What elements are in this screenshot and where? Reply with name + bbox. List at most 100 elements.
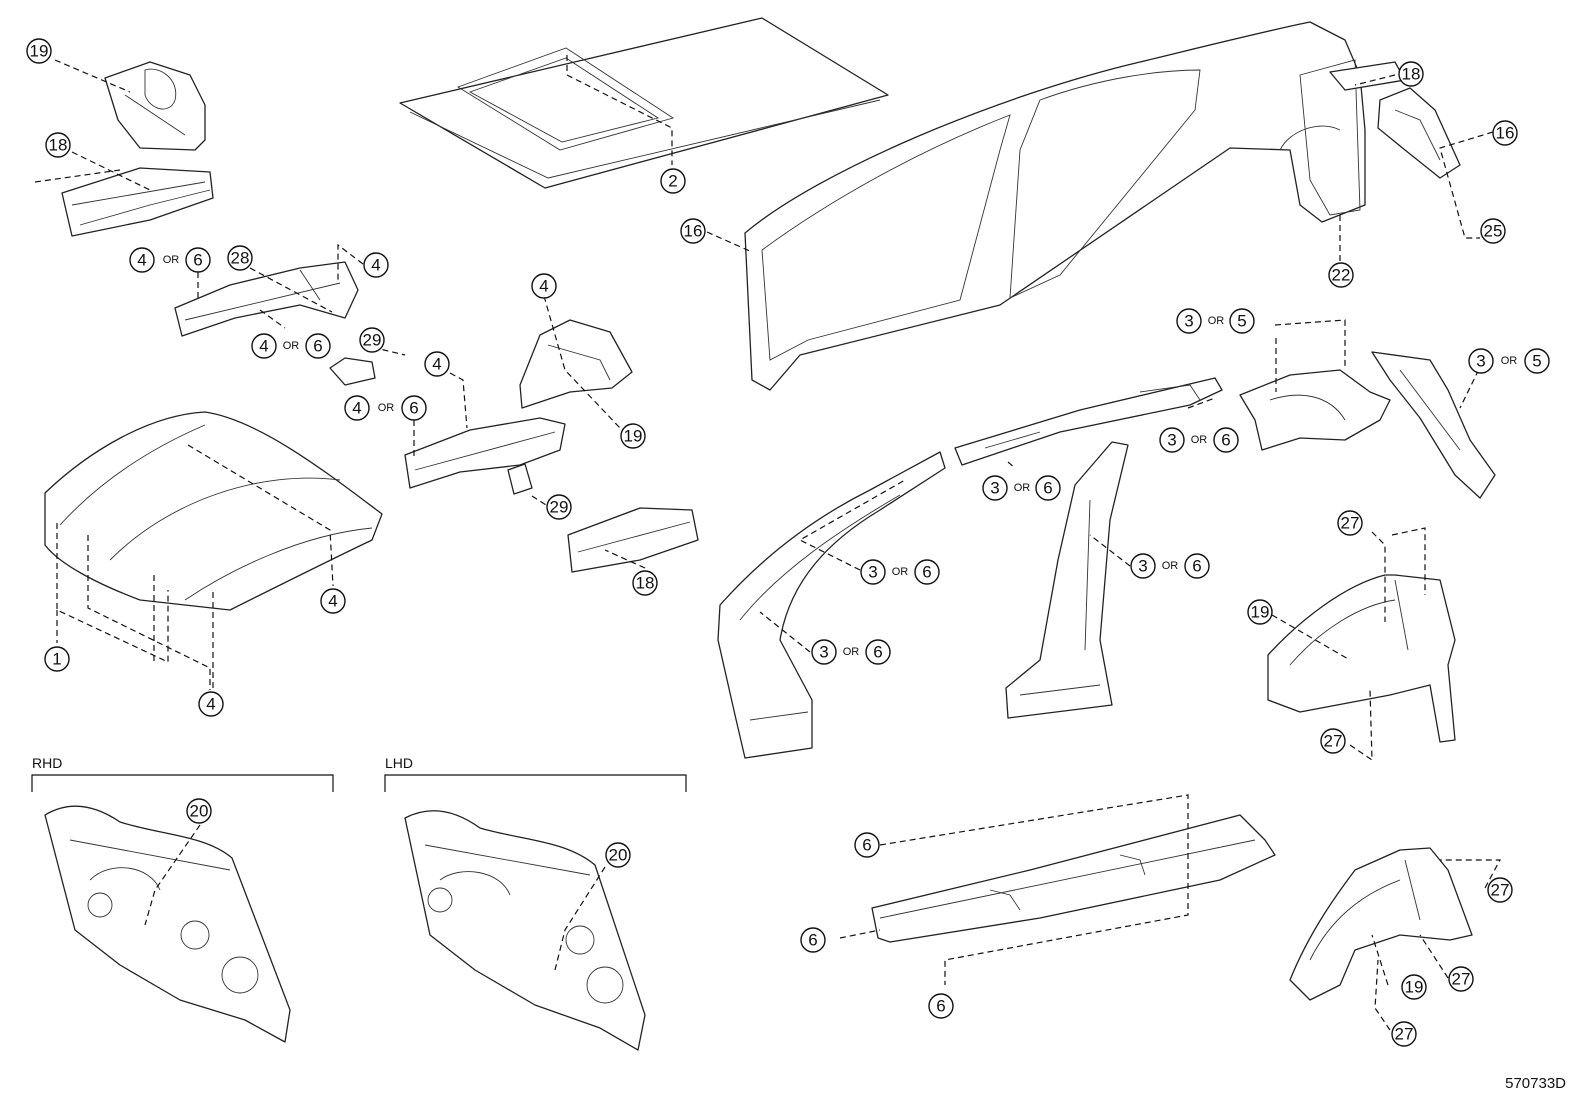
svg-text:6: 6 <box>313 337 322 356</box>
rear-quarter-inner <box>1239 369 1391 451</box>
or-label: OR <box>283 340 300 352</box>
svg-text:16: 16 <box>684 222 703 241</box>
leader-lines <box>34 55 1502 1031</box>
callout: 6 <box>1213 427 1239 453</box>
svg-text:27: 27 <box>1491 881 1510 900</box>
svg-text:20: 20 <box>190 802 209 821</box>
callout: 3 <box>982 475 1008 501</box>
svg-text:16: 16 <box>1496 124 1515 143</box>
lhd-label: LHD <box>385 755 413 771</box>
callout: 6 <box>1035 475 1061 501</box>
callout: 5 <box>1524 348 1550 374</box>
svg-text:27: 27 <box>1324 732 1343 751</box>
roof-panel <box>399 17 889 189</box>
callout: 3 <box>1159 427 1185 453</box>
svg-text:6: 6 <box>862 836 871 855</box>
svg-text:4: 4 <box>259 337 268 356</box>
svg-text:6: 6 <box>409 399 418 418</box>
apron-upper-brace <box>104 61 206 151</box>
callout: 6 <box>914 559 940 585</box>
small-bracket-a <box>329 357 376 386</box>
callout: 6 <box>865 639 891 665</box>
svg-text:3: 3 <box>1184 312 1193 331</box>
svg-text:3: 3 <box>819 643 828 662</box>
hood-panel <box>44 411 383 611</box>
lhd-section: LHD <box>384 755 687 792</box>
callout: 29 <box>546 494 572 520</box>
callout: 6 <box>185 247 211 273</box>
or-label: OR <box>1501 355 1518 367</box>
callout: 27 <box>1337 510 1363 536</box>
or-label: OR <box>1191 434 1208 446</box>
callout: 4 <box>531 273 557 299</box>
rocker-panel <box>871 814 1276 943</box>
svg-text:6: 6 <box>808 931 817 950</box>
callout: 19 <box>620 423 646 449</box>
or-label: OR <box>378 402 395 414</box>
or-label: OR <box>892 566 909 578</box>
rear-wheelhouse-lower <box>1289 847 1473 1001</box>
callout: 29 <box>359 327 385 353</box>
svg-text:25: 25 <box>1484 222 1503 241</box>
svg-text:27: 27 <box>1452 970 1471 989</box>
callout: 4 <box>198 691 224 717</box>
or-label: OR <box>1014 482 1031 494</box>
callout: 6 <box>401 395 427 421</box>
svg-text:29: 29 <box>550 498 569 517</box>
callout: 18 <box>1398 61 1424 87</box>
callout: 19 <box>1401 974 1427 1000</box>
svg-text:4: 4 <box>137 251 146 270</box>
callout: 4 <box>320 588 346 614</box>
callout: 3 <box>1468 348 1494 374</box>
callout: 20 <box>186 798 212 824</box>
svg-text:27: 27 <box>1395 1025 1414 1044</box>
callout: 27 <box>1320 728 1346 754</box>
front-side-member-a <box>174 261 359 337</box>
svg-text:3: 3 <box>868 563 877 582</box>
svg-text:19: 19 <box>1405 978 1424 997</box>
dash-panel-rhd <box>44 805 291 1043</box>
callout: 3 <box>1176 308 1202 334</box>
callout: 6 <box>305 333 331 359</box>
rear-wheelhouse-upper <box>1267 574 1456 743</box>
callout: 4 <box>129 247 155 273</box>
callout: 2 <box>660 168 686 194</box>
callout: 6 <box>800 927 826 953</box>
svg-text:22: 22 <box>1332 266 1351 285</box>
rhd-section: RHD <box>31 755 334 792</box>
svg-text:5: 5 <box>1237 312 1246 331</box>
callout: 19 <box>1247 599 1273 625</box>
roof-side-rail <box>954 377 1223 466</box>
front-apron-member-b <box>567 507 699 573</box>
svg-text:4: 4 <box>352 399 361 418</box>
callout: 16 <box>1492 120 1518 146</box>
dash-panel-lhd <box>404 810 646 1051</box>
roof-side-inner-rear <box>1371 351 1496 499</box>
svg-text:4: 4 <box>328 592 337 611</box>
front-pillar <box>717 451 946 759</box>
svg-text:6: 6 <box>1043 479 1052 498</box>
or-label: OR <box>163 254 180 266</box>
svg-text:6: 6 <box>1192 557 1201 576</box>
small-bracket-b <box>507 463 533 495</box>
svg-text:18: 18 <box>636 574 655 593</box>
callout: 6 <box>928 993 954 1019</box>
callout: 6 <box>854 832 880 858</box>
quarter-extension <box>1329 61 1461 179</box>
callout: 27 <box>1448 966 1474 992</box>
svg-text:3: 3 <box>990 479 999 498</box>
callout: 3 <box>811 639 837 665</box>
center-pillar <box>1005 441 1129 719</box>
svg-text:3: 3 <box>1167 431 1176 450</box>
svg-text:6: 6 <box>873 643 882 662</box>
callout: 20 <box>605 842 631 868</box>
callout: 25 <box>1480 218 1506 244</box>
svg-text:27: 27 <box>1341 514 1360 533</box>
callout: 18 <box>632 570 658 596</box>
front-side-member-b <box>404 417 566 489</box>
callout: 3 <box>1130 553 1156 579</box>
svg-text:20: 20 <box>609 846 628 865</box>
svg-text:19: 19 <box>1251 603 1270 622</box>
or-label: OR <box>1208 315 1225 327</box>
